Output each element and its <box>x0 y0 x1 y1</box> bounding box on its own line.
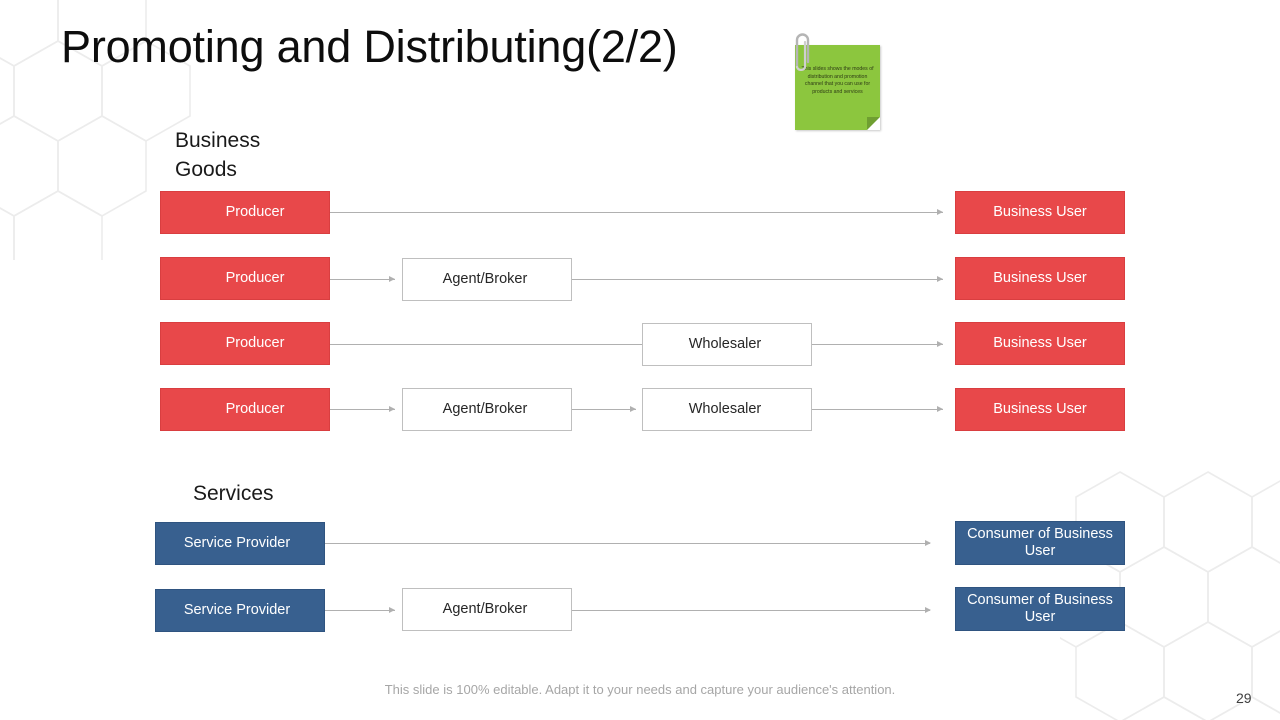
section-label-line-2: Goods <box>175 158 237 181</box>
footer-note: This slide is 100% editable. Adapt it to… <box>384 682 896 697</box>
arrowhead-bg-row-1 <box>937 208 943 215</box>
sticky-note: This slides shows the modes of distribut… <box>795 33 880 130</box>
connector-sv-row-1 <box>325 543 930 544</box>
arrowhead-sv-row-2b <box>925 606 931 613</box>
connector-bg-row-2b <box>572 279 943 280</box>
sticky-note-text: This slides shows the modes of distribut… <box>801 66 874 95</box>
node-business-user-row-4[interactable]: Business User <box>955 388 1125 431</box>
connector-sv-row-2a <box>325 610 395 611</box>
node-label: Producer <box>225 270 285 286</box>
connector-bg-row-3a <box>330 344 642 345</box>
node-label: Agent/Broker <box>442 401 528 417</box>
node-business-user-row-3[interactable]: Business User <box>955 322 1125 365</box>
section-label-services: Services <box>193 482 274 505</box>
node-label: Business User <box>993 270 1087 286</box>
node-label: Agent/Broker <box>442 271 528 287</box>
node-wholesaler-row-3[interactable]: Wholesaler <box>642 323 812 366</box>
node-agent-broker-row-4[interactable]: Agent/Broker <box>402 388 572 431</box>
node-producer-row-4[interactable]: Producer <box>160 388 330 431</box>
node-wholesaler-row-4[interactable]: Wholesaler <box>642 388 812 431</box>
node-label: Business User <box>993 204 1087 220</box>
node-agent-broker-row-2[interactable]: Agent/Broker <box>402 258 572 301</box>
connector-sv-row-2b <box>572 610 930 611</box>
node-label: Service Provider <box>183 602 291 618</box>
section-label-business-goods: Business Goods <box>175 126 315 184</box>
node-business-user-row-2[interactable]: Business User <box>955 257 1125 300</box>
node-producer-row-3[interactable]: Producer <box>160 322 330 365</box>
node-label: Business User <box>993 335 1087 351</box>
node-label: Producer <box>225 401 285 417</box>
node-label: Service Provider <box>183 535 291 551</box>
node-business-user-row-1[interactable]: Business User <box>955 191 1125 234</box>
node-service-provider-row-2[interactable]: Service Provider <box>155 589 325 632</box>
sticky-note-fold <box>867 117 880 130</box>
node-label: Agent/Broker <box>442 601 528 617</box>
connector-bg-row-4b <box>572 409 636 410</box>
node-service-provider-row-1[interactable]: Service Provider <box>155 522 325 565</box>
connector-bg-row-2a <box>330 279 395 280</box>
arrowhead-sv-row-1 <box>925 539 931 546</box>
arrowhead-bg-row-4b <box>630 405 636 412</box>
node-producer-row-2[interactable]: Producer <box>160 257 330 300</box>
node-label: Producer <box>225 204 285 220</box>
node-label: Business User <box>993 401 1087 417</box>
arrowhead-bg-row-2b <box>937 275 943 282</box>
node-consumer-business-user-row-2[interactable]: Consumer of Business User <box>955 587 1125 631</box>
node-agent-broker-sv-row-2[interactable]: Agent/Broker <box>402 588 572 631</box>
node-label: Producer <box>225 335 285 351</box>
connector-bg-row-1 <box>330 212 943 213</box>
node-label: Consumer of Business User <box>967 526 1113 559</box>
node-producer-row-1[interactable]: Producer <box>160 191 330 234</box>
node-label: Wholesaler <box>688 336 762 352</box>
page-number: 29 <box>1236 690 1252 706</box>
paperclip-icon <box>795 33 810 71</box>
arrowhead-bg-row-4c <box>937 405 943 412</box>
arrowhead-bg-row-2a <box>389 275 395 282</box>
node-label: Consumer of Business User <box>967 592 1113 625</box>
section-label-line-1: Business <box>175 129 261 152</box>
arrowhead-bg-row-4a <box>389 405 395 412</box>
connector-bg-row-3b <box>812 344 943 345</box>
connector-bg-row-4a <box>330 409 395 410</box>
page-title: Promoting and Distributing(2/2) <box>61 21 678 72</box>
connector-bg-row-4c <box>812 409 943 410</box>
node-label: Wholesaler <box>688 401 762 417</box>
arrowhead-sv-row-2a <box>389 606 395 613</box>
node-consumer-business-user-row-1[interactable]: Consumer of Business User <box>955 521 1125 565</box>
arrowhead-bg-row-3 <box>937 340 943 347</box>
